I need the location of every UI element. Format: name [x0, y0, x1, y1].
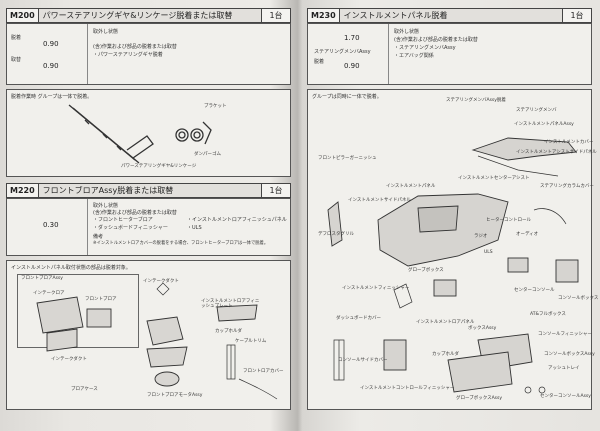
part-label: インストルメントセンターアシスト — [458, 176, 530, 181]
part-label: インテークダクト — [143, 279, 179, 284]
note-line: ・インストルメントロアフィニッシュパネル — [187, 217, 287, 223]
part-label: デフロスタグリル — [318, 232, 354, 237]
note-line: (含)作業および部品の脱着または取替 — [93, 210, 177, 216]
diagram-caption: インストルメントパネル取付状態の部品は脱着対象。 — [11, 265, 131, 271]
part-label: AT&フルボックス — [530, 312, 566, 317]
part-label: ダッシュボードカバー — [336, 316, 381, 321]
part-label: グローブボックスAssy — [456, 396, 503, 401]
note-line: ・エアバッグ関係 — [394, 53, 434, 59]
part-label: オーディオ — [516, 232, 539, 237]
part-label: カップホルダ — [215, 329, 242, 334]
note-line: ・ULS — [187, 225, 202, 231]
diagram-caption: グループは同時に一体で脱着。 — [312, 94, 382, 100]
part-label: インテークロア — [33, 291, 65, 296]
part-label: インストルメントロアパネル — [416, 320, 475, 325]
instrument-panel-illustration — [327, 137, 579, 394]
note-line: ・ダッシュボードフィニッシャー — [93, 225, 168, 231]
part-label: フロントブロア — [85, 297, 117, 302]
note-line: ・フロントヒーターブロア — [93, 217, 153, 223]
part-label: ケーブルトリム — [235, 339, 267, 344]
diagram-panel-m200: 脱着作業時 グループは一体で脱着。 ブラケット ダンパーゴム パワーステアリング… — [6, 89, 291, 177]
labor-value: 0.30 — [43, 221, 59, 229]
section-header-m230: M230 インストルメントパネル脱着 1台 — [307, 8, 592, 23]
note-line: 備考 — [93, 234, 104, 240]
part-label: インストルメントカバー — [544, 140, 594, 145]
part-label: カップホルダ — [432, 352, 459, 357]
quantity-label: 1台 — [562, 9, 591, 22]
part-label: ボックスAssy — [468, 326, 497, 331]
part-label: センターコンソール — [514, 288, 555, 293]
labor-table-m220: 0.30 取外し状態 (含)作業および部品の脱着または取替 ・フロントヒーターブ… — [6, 198, 291, 256]
part-label: コンソールボックスAssy — [544, 352, 595, 357]
row-label: ステアリングメンバAssy — [314, 49, 371, 55]
diagram-panel-m230: グループは同時に一体で脱着。 — [307, 89, 598, 410]
part-label: インストルメントアシストサイドパネル — [516, 150, 597, 155]
section-header-m220: M220 フロントブロアAssy脱着または取替 1台 — [6, 183, 291, 198]
section-header-m200: M200 パワーステアリングギヤ&リンケージ脱着または取替 1台 — [6, 8, 291, 23]
row-label: 取替 — [11, 57, 22, 63]
part-label: インストルメントパネル — [386, 184, 436, 189]
section-title: フロントブロアAssy脱着または取替 — [42, 186, 174, 195]
note-line: (含)作業および部品の脱着または取替 — [93, 44, 177, 50]
section-code: M220 — [7, 184, 39, 197]
section-code: M230 — [308, 9, 340, 22]
part-label: ダンパーゴム — [194, 152, 221, 157]
part-label: ブロアケース — [71, 387, 98, 392]
blower-illustration — [36, 282, 278, 400]
part-label: グローブボックス — [408, 268, 444, 273]
section-title: インストルメントパネル脱着 — [343, 11, 448, 20]
part-label: ステアリングメンバ — [516, 108, 557, 113]
note-line: (含)作業および部品の脱着または取替 — [394, 37, 478, 43]
inset-frame — [17, 274, 139, 348]
part-label: フロントピラーガーニッシュ — [318, 156, 377, 161]
quantity-label: 1台 — [261, 9, 290, 22]
note-line: ・ステアリングメンバAssy — [394, 45, 456, 51]
part-label: フロントロアカバー — [243, 369, 284, 374]
part-label: インテークダクト — [51, 357, 87, 362]
part-label: コンソールボックス — [558, 296, 599, 301]
part-label: インストルメントサイドパネル — [348, 198, 411, 203]
row-label: 脱着 — [11, 35, 22, 41]
note-line: ※インストルメントロアカバーの脱着をする場合、フロントヒーターブロアは一体で脱着… — [93, 241, 269, 246]
diagram-caption: 脱着作業時 グループは一体で脱着。 — [11, 94, 93, 100]
part-label: アッシュトレイ — [548, 366, 580, 371]
part-label: フロントブロアモータAssy — [147, 393, 203, 398]
part-label: インストルメントパネルAssy — [514, 122, 574, 127]
part-label: センターコンソールAssy — [540, 394, 591, 399]
part-label: パワーステアリングギヤ&リンケージ — [121, 164, 197, 169]
part-label: ラジオ — [474, 234, 488, 239]
labor-table-m230: 1.70 ステアリングメンバAssy 脱着 0.90 取外し状態 (含)作業およ… — [307, 23, 592, 85]
section-title: パワーステアリングギヤ&リンケージ脱着または取替 — [42, 11, 233, 20]
note-line: 取外し状態 — [93, 203, 119, 209]
quantity-label: 1台 — [261, 184, 290, 197]
part-label: コンソールサイドカバー — [338, 358, 388, 363]
note-line: 取外し状態 — [93, 29, 119, 35]
note-line: 取外し状態 — [394, 29, 420, 35]
labor-value: 0.90 — [43, 62, 59, 70]
steering-gear-illustration — [68, 104, 212, 164]
labor-table-m200: 脱着 0.90 取替 0.90 取外し状態 (含)作業および部品の脱着または取替… — [6, 23, 291, 85]
part-label: インストルメントロアフィニッシュプレート — [201, 299, 260, 309]
diagram-panel-m220: インストルメントパネル取付状態の部品は脱着対象。 フロ — [6, 260, 291, 410]
part-label: ステアリングメンバAssy脱着 — [446, 98, 506, 103]
labor-value: 0.90 — [43, 40, 59, 48]
section-code: M200 — [7, 9, 39, 22]
right-page: M230 インストルメントパネル脱着 1台 1.70 ステアリングメンバAssy… — [303, 0, 600, 431]
labor-value: 0.90 — [344, 62, 360, 70]
part-label: ブラケット — [204, 104, 227, 109]
left-page: M200 パワーステアリングギヤ&リンケージ脱着または取替 1台 脱着 0.90… — [0, 0, 297, 431]
part-label: ステアリングカラムカバー — [540, 184, 594, 189]
part-label: インストルメントフィニッシャー — [342, 286, 410, 291]
labor-value: 1.70 — [344, 34, 360, 42]
note-line: ・パワーステアリングギヤ脱着 — [93, 52, 163, 58]
part-label: ULS — [484, 250, 493, 255]
part-label: フロントブロアAssy — [21, 276, 63, 281]
row-label: 脱着 — [314, 59, 325, 65]
part-label: ヒーターコントロール — [486, 218, 531, 223]
part-label: インストルメントコントロールフィニッシャー — [360, 386, 455, 391]
part-label: コンソールフィニッシャー — [538, 332, 592, 337]
